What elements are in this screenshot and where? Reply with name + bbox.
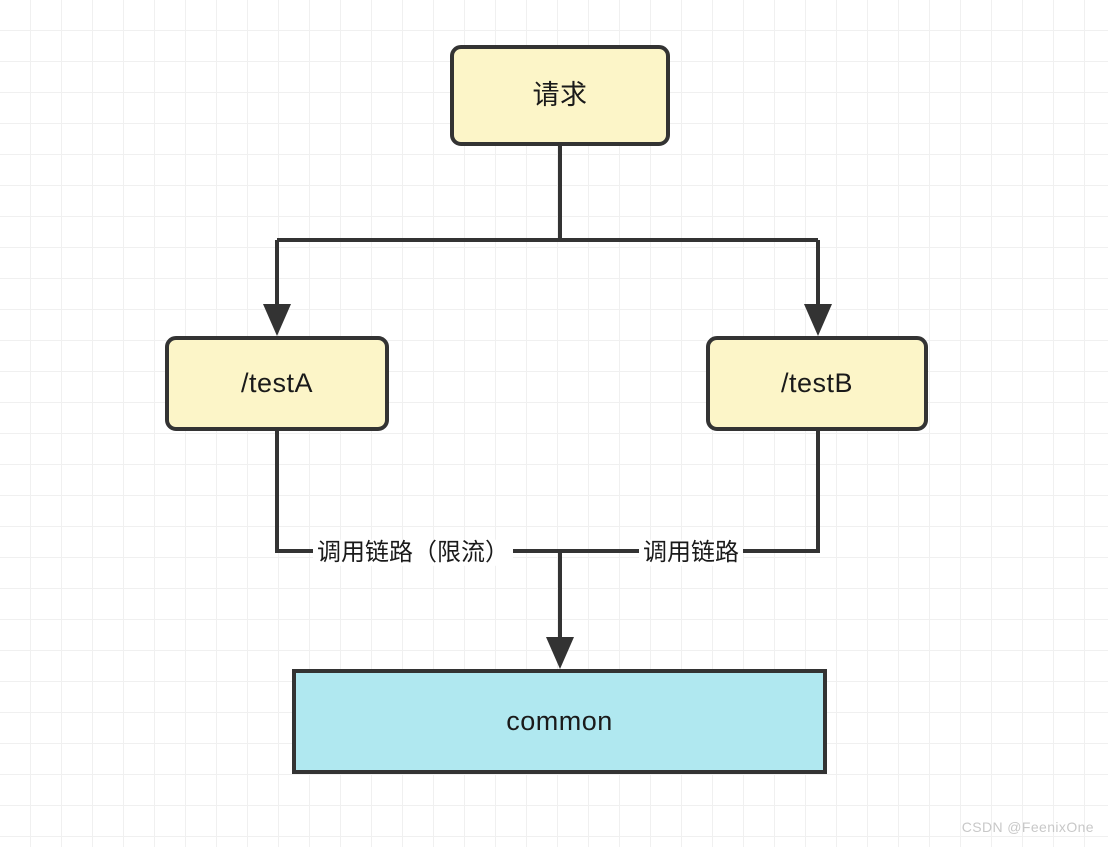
node-testb-label: /testB [780,368,854,398]
node-testa[interactable]: /testA [165,336,389,431]
node-testb[interactable]: /testB [706,336,928,431]
edge-testa-to-merge [275,431,560,553]
arrowhead-to-testb [804,304,832,336]
node-request[interactable]: 请求 [450,45,670,146]
node-common-label: common [506,706,613,736]
edge-testb-to-merge [560,431,820,553]
edge-label-testb-to-common: 调用链路 [639,539,743,567]
node-testa-label: /testA [240,368,314,398]
node-request-label: 请求 [532,80,588,110]
watermark: CSDN @FeenixOne [961,819,1094,835]
edge-label-testa-to-common: 调用链路（限流） [313,539,513,567]
arrowhead-to-testa [263,304,291,336]
arrowhead-to-common [546,637,574,669]
node-common[interactable]: common [292,669,827,774]
